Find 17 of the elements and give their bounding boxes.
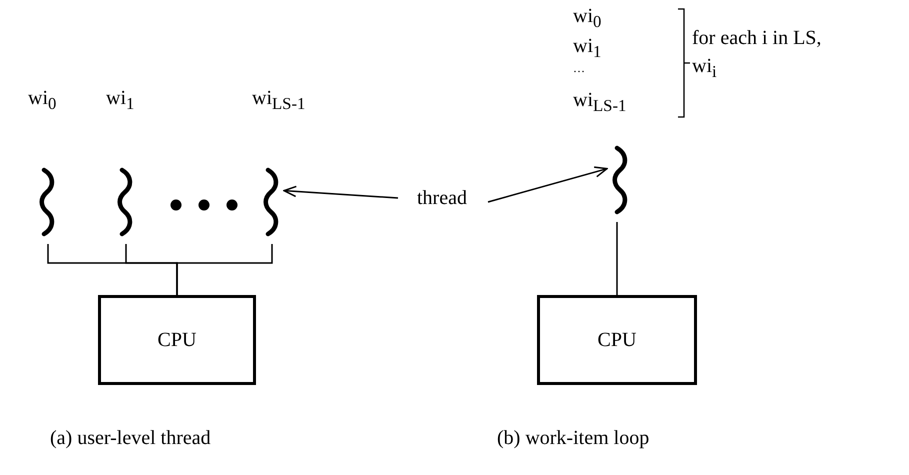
cpu-box: CPU [98, 295, 256, 385]
caption-text: (b) work-item loop [497, 428, 650, 448]
work-item-label: wi$_{LS-1}$ [252, 88, 306, 113]
note-text: for each i in LS, wi$_{i}$ [692, 26, 822, 83]
work-item-label: wi$_{0}$ [573, 6, 602, 31]
connector-line [616, 222, 618, 295]
arrow [488, 166, 608, 203]
ellipsis-text: … [573, 62, 585, 74]
work-item-label: wi$_{1}$ [573, 36, 602, 61]
thread-label: thread [400, 186, 484, 210]
work-item-label: wi$_{LS-1}$ [573, 90, 626, 115]
cpu-box: CPU [537, 295, 697, 385]
work-item-label: wi$_{0}$ [28, 88, 56, 113]
caption-text: (a) user-level thread [50, 428, 211, 448]
arrow [283, 186, 398, 199]
work-item-label: wi$_{1}$ [106, 88, 134, 113]
connector-line [176, 244, 273, 295]
